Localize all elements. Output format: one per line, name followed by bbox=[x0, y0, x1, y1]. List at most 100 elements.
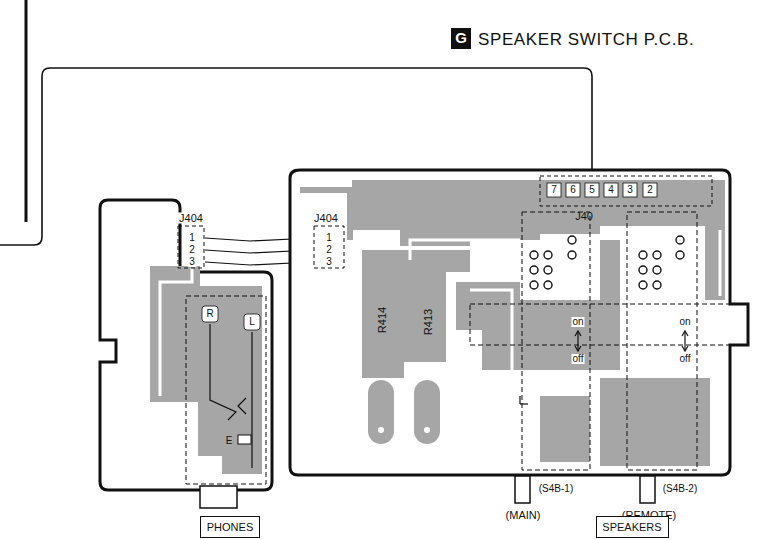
copper-area bbox=[362, 250, 470, 378]
pin-box bbox=[585, 183, 599, 197]
part-label: on bbox=[571, 317, 584, 327]
part-label: 1 bbox=[325, 233, 333, 243]
part-label: off bbox=[679, 354, 692, 364]
copper-trace bbox=[410, 240, 520, 260]
jack-contact bbox=[251, 332, 252, 468]
switch-arrow bbox=[684, 332, 685, 350]
jack-caption: PHONES bbox=[200, 516, 260, 538]
phones-board bbox=[100, 200, 272, 508]
copper-trace bbox=[719, 230, 722, 296]
jumper-mark bbox=[520, 403, 528, 404]
copper-area bbox=[540, 396, 590, 462]
terminal-caption: SPEAKERS bbox=[596, 516, 669, 538]
board-outline bbox=[290, 170, 748, 475]
part-label: E bbox=[225, 436, 234, 446]
part-label: 2 bbox=[647, 185, 653, 195]
pin-box bbox=[623, 183, 637, 197]
resistor-pad bbox=[368, 380, 394, 444]
node-text: PHONES bbox=[207, 521, 253, 533]
node-text: G bbox=[455, 30, 467, 47]
part-label: 6 bbox=[570, 185, 576, 195]
part-label: (S4B-1) bbox=[538, 484, 574, 494]
pin-box bbox=[547, 183, 561, 197]
switch-arrow bbox=[575, 331, 581, 351]
part-label: off bbox=[572, 354, 585, 364]
switch-hole bbox=[544, 251, 552, 259]
switch-lever bbox=[515, 476, 530, 503]
pin-box bbox=[547, 183, 657, 197]
part-label: 3 bbox=[188, 257, 196, 267]
switch-arrow bbox=[575, 346, 581, 351]
switch-hole bbox=[639, 251, 647, 259]
resistor-label: R413 bbox=[423, 309, 434, 335]
switch-lever bbox=[640, 476, 655, 503]
switch-outline bbox=[627, 212, 697, 470]
switch-hole bbox=[544, 281, 552, 289]
switch-hole bbox=[653, 266, 661, 274]
part-label: J404 bbox=[313, 213, 339, 224]
phones-jack bbox=[200, 486, 237, 508]
jack-contact bbox=[238, 398, 246, 414]
speaker-board bbox=[290, 170, 748, 503]
switch-hole bbox=[568, 236, 576, 244]
part-label: L bbox=[249, 317, 255, 327]
part-label: 4 bbox=[608, 185, 614, 195]
copper-area bbox=[150, 266, 262, 474]
jack-outline bbox=[186, 296, 266, 484]
part-label: J404 bbox=[178, 213, 204, 224]
switch-arrow bbox=[682, 331, 688, 336]
switch-hole bbox=[530, 251, 538, 259]
switch-hole bbox=[530, 266, 538, 274]
switch-hole bbox=[639, 281, 647, 289]
part-label: J40 bbox=[575, 211, 593, 222]
connector-outline bbox=[314, 226, 344, 268]
copper-area bbox=[456, 240, 620, 370]
jumper-mark bbox=[519, 396, 520, 404]
part-label: 1 bbox=[188, 233, 196, 243]
switch-outline bbox=[522, 212, 590, 470]
diagram-title: SPEAKER SWITCH P.C.B. bbox=[478, 30, 694, 50]
part-label: on bbox=[678, 317, 691, 327]
switch-hole bbox=[676, 236, 684, 244]
panel-edge bbox=[25, 0, 28, 222]
switch-arrow bbox=[577, 332, 578, 350]
pad-hole bbox=[378, 427, 384, 433]
switch-hole bbox=[530, 281, 538, 289]
part-label: (MAIN) bbox=[505, 510, 542, 521]
section-badge: G bbox=[451, 28, 471, 49]
knob-outline bbox=[470, 304, 748, 345]
switch-hole bbox=[639, 266, 647, 274]
board-outline bbox=[100, 200, 272, 490]
switch-hole bbox=[568, 251, 576, 259]
part-label: 3 bbox=[627, 185, 633, 195]
node-text: SPEAKERS bbox=[602, 521, 661, 533]
part-label: 7 bbox=[551, 185, 557, 195]
switch-arrow bbox=[682, 331, 688, 351]
switch-hole bbox=[653, 251, 661, 259]
switch-hole bbox=[544, 266, 552, 274]
switch-hole bbox=[530, 236, 684, 289]
pad-hole bbox=[424, 427, 430, 433]
copper-area bbox=[600, 378, 710, 466]
pin-box bbox=[566, 183, 580, 197]
pin-box bbox=[643, 183, 657, 197]
switch-hole bbox=[676, 251, 684, 259]
pin-box bbox=[604, 183, 618, 197]
resistor-pad bbox=[414, 380, 440, 444]
connector-outline bbox=[540, 176, 712, 206]
part-label: 5 bbox=[589, 185, 595, 195]
connector-outline bbox=[178, 226, 204, 268]
switch-hole bbox=[653, 281, 661, 289]
jack-pad bbox=[202, 306, 218, 322]
copper-trace bbox=[160, 268, 192, 396]
copper-trace bbox=[470, 290, 600, 376]
switch-arrow bbox=[575, 331, 688, 351]
part-label: 3 bbox=[325, 257, 333, 267]
jack-contact bbox=[210, 324, 236, 420]
part-label: (S4B-2) bbox=[662, 484, 698, 494]
part-label: 2 bbox=[325, 245, 333, 255]
switch-arrow bbox=[682, 346, 688, 351]
switch-arrow bbox=[575, 331, 581, 336]
